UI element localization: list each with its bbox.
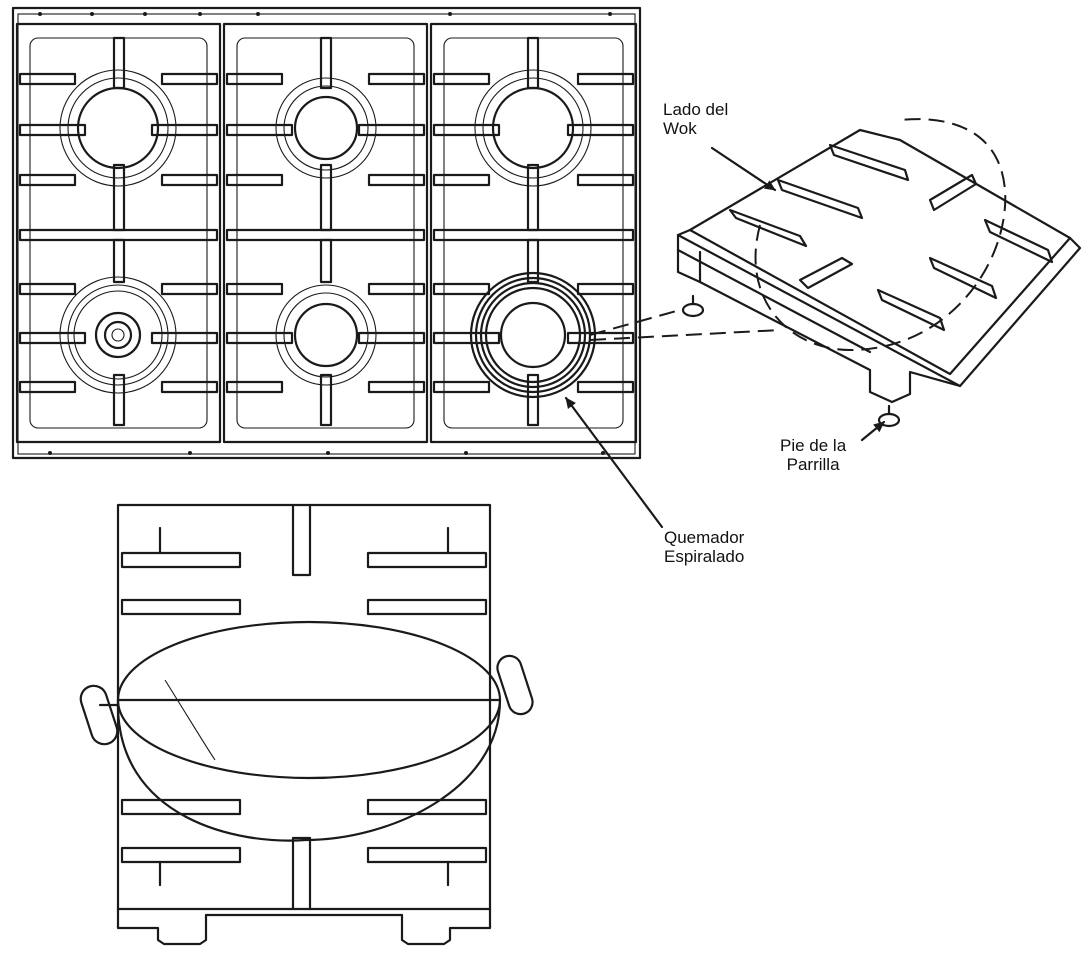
burner-bottom-left [59,276,177,394]
leader-lines [564,146,886,529]
wok-side-label-line2: Wok [663,119,697,138]
grate-foot-label-line2: Parrilla [786,455,840,474]
grate-foot-2 [877,404,901,428]
grate-vertical-fingers [112,36,540,427]
wok-grate-front-view [116,503,492,946]
spiral-burner-label-line2: Espiralado [664,547,745,566]
isometric-grate [676,118,1082,428]
grate-right [429,22,638,444]
frame-screws [38,12,612,455]
grate-fingers [18,72,635,394]
spiral-burner [469,271,597,399]
wok-side-label: Lado del Wok [663,100,728,138]
wok-handle-left [79,684,120,746]
spiral-burner-label-line1: Quemador [664,528,745,547]
burner-top-left [59,69,177,187]
grate-foot-1 [681,294,705,318]
grate-foot-label: Pie de la Parrilla [780,436,846,474]
projection-lines [589,309,781,341]
burner-bottom-center [275,284,377,386]
wok [79,620,534,842]
grate-center [222,22,429,444]
cooktop-top-view [11,6,642,460]
burner-top-right [474,69,592,187]
spiral-burner-label: Quemador Espiralado [664,528,744,566]
burner-top-center [275,77,377,179]
wok-handle-right [496,654,534,716]
wok-side-label-line1: Lado del [663,100,729,119]
grate-foot-label-line1: Pie de la [780,436,847,455]
